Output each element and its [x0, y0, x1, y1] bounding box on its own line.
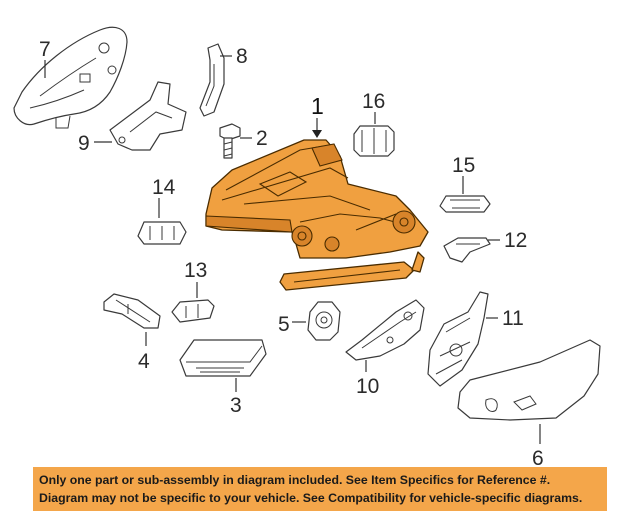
part-10-bracket	[345, 299, 425, 361]
part-11-recliner	[427, 291, 489, 387]
parts-diagram: 7 8 9 2 1	[13, 26, 601, 466]
part-16-clip	[353, 125, 395, 157]
part-14-connector	[137, 221, 187, 245]
part-13-connector	[171, 299, 215, 323]
leader-1-arrow	[312, 130, 322, 138]
callout-3: 3	[230, 394, 242, 417]
callout-4: 4	[138, 350, 150, 373]
callout-15: 15	[452, 154, 475, 177]
part-4-bracket	[103, 293, 161, 329]
callout-12: 12	[504, 229, 527, 252]
callout-5: 5	[278, 313, 290, 336]
disclaimer-line-2: Diagram may not be specific to your vehi…	[39, 491, 583, 505]
callout-8: 8	[236, 45, 248, 68]
callout-6: 6	[532, 447, 544, 466]
part-8-bracket	[199, 43, 225, 117]
callout-11: 11	[502, 307, 524, 330]
part-12-bracket	[443, 237, 491, 263]
callout-1: 1	[311, 93, 324, 119]
part-1-seat-frame	[205, 139, 429, 291]
callout-13: 13	[184, 259, 207, 282]
callout-7: 7	[39, 38, 51, 61]
part-15-cover	[439, 195, 491, 213]
part-6-side-trim	[457, 339, 601, 421]
part-9-bracket	[109, 81, 187, 151]
callout-9: 9	[78, 132, 90, 155]
part-3-control-module	[179, 339, 267, 377]
callout-10: 10	[356, 375, 379, 398]
part-7-shield	[13, 26, 128, 129]
part-2-bolt	[219, 123, 241, 159]
callout-2: 2	[256, 127, 268, 150]
callout-14: 14	[152, 176, 176, 199]
disclaimer-line-1: Only one part or sub-assembly in diagram…	[39, 473, 551, 487]
callout-16: 16	[362, 90, 385, 113]
part-5-actuator	[307, 301, 341, 341]
disclaimer-banner: Only one part or sub-assembly in diagram…	[33, 467, 607, 511]
